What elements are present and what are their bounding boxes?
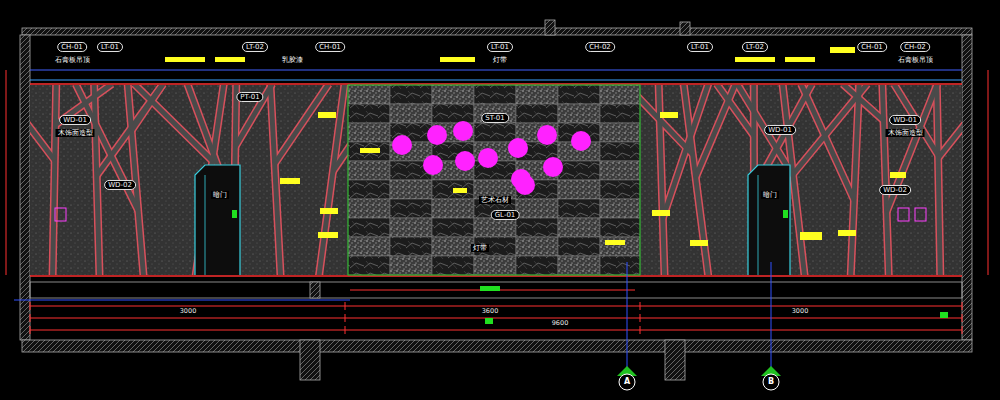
stone-panel [348,85,640,275]
dimension-text: 3000 [790,308,811,315]
note-text: 石膏板吊顶 [53,56,92,64]
section-mark: B [768,377,774,386]
callout-tag: LT-01 [687,42,713,52]
note-text: 灯带 [471,244,489,252]
note-text: 暗门 [211,191,229,199]
callout-tag: GL-01 [491,210,520,220]
callout-tag: CH-02 [585,42,615,52]
dimension-lines [30,302,962,334]
note-text: 木饰面造型 [886,129,925,137]
pink-marker [55,208,926,221]
callout-tag: LT-02 [742,42,768,52]
callout-tag: WD-01 [59,115,91,125]
callout-tag: CH-02 [900,42,930,52]
note-text: 乳胶漆 [280,56,305,64]
callout-tag: ST-01 [481,113,509,123]
callout-tag: WD-01 [764,125,796,135]
note-text: 艺术石材 [479,196,511,204]
callout-tag: CH-01 [57,42,87,52]
callout-tag: PT-01 [236,92,263,102]
callout-tag: WD-01 [889,115,921,125]
section-marker [6,70,988,390]
note-text: 石膏板吊顶 [896,56,935,64]
note-text: 木饰面造型 [56,129,95,137]
section-mark: A [624,377,630,386]
callout-tag: WD-02 [879,185,911,195]
text-mask [165,47,906,246]
callout-tag: CH-01 [857,42,887,52]
callout-tag: LT-01 [97,42,123,52]
note-text: 灯带 [491,56,509,64]
callout-tag: LT-01 [487,42,513,52]
callout-tag: WD-02 [104,180,136,190]
dimension-text: 9600 [550,320,571,327]
callout-tag: LT-02 [242,42,268,52]
tree-branches [0,84,996,276]
dimension-text: 3000 [178,308,199,315]
note-text: 暗门 [761,191,779,199]
structure [14,20,972,380]
callout-tag: CH-01 [315,42,345,52]
door-outline [195,165,790,275]
dimension-text: 3600 [480,308,501,315]
